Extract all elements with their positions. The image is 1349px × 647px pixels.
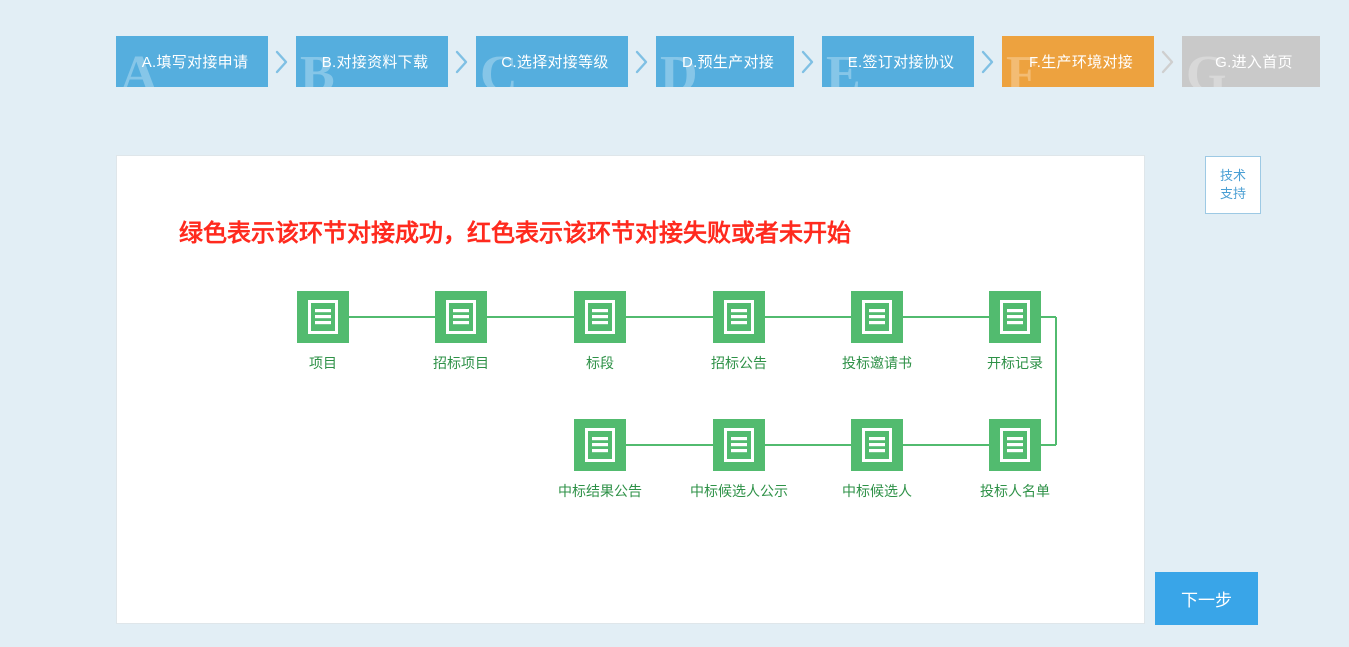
flow-node-label: 投标邀请书 <box>842 355 912 371</box>
step-separator-chevron-icon <box>794 36 822 87</box>
document-list-icon <box>297 291 349 343</box>
integration-flow-diagram: 项目 招标项目 标段 招标公告 投标邀请书 开标记录投标人名单 中标候选人 中标候选人公示 中标… <box>117 156 1146 625</box>
document-list-icon <box>713 419 765 471</box>
flow-node-label: 中标结果公告 <box>558 483 642 499</box>
step-separator-chevron-icon <box>268 36 296 87</box>
document-list-icon <box>435 291 487 343</box>
flow-node-project[interactable]: 项目 <box>263 291 383 373</box>
step-tab-label: F.生产环境对接 <box>1028 54 1134 71</box>
status-legend-notice: 绿色表示该环节对接成功，红色表示该环节对接失败或者未开始 <box>179 220 851 247</box>
next-step-button[interactable]: 下一步 <box>1155 572 1258 625</box>
flow-node-label: 项目 <box>309 355 337 371</box>
flow-node-label: 招标公告 <box>711 355 767 371</box>
step-tab-label: C.选择对接等级 <box>501 54 609 71</box>
step-tab-label: D.预生产对接 <box>681 54 775 71</box>
step-tab-label: B.对接资料下载 <box>321 54 429 71</box>
support-label-line2: 支持 <box>1219 186 1246 201</box>
flow-node-bid-announcement[interactable]: 招标公告 <box>679 291 799 373</box>
document-list-icon <box>989 291 1041 343</box>
flow-node-label: 投标人名单 <box>980 483 1050 499</box>
flow-node-section[interactable]: 标段 <box>540 291 660 373</box>
step-separator-chevron-icon <box>1154 36 1182 87</box>
flow-node-bidder-list[interactable]: 投标人名单 <box>955 419 1075 501</box>
step-tab-label: E.签订对接协议 <box>847 54 955 71</box>
step-tab-label: A.填写对接申请 <box>141 54 249 71</box>
flow-node-label: 招标项目 <box>433 355 489 371</box>
flow-node-candidate[interactable]: 中标候选人 <box>817 419 937 501</box>
document-list-icon <box>851 419 903 471</box>
flow-node-result-announcement[interactable]: 中标结果公告 <box>540 419 660 501</box>
flow-node-label: 开标记录 <box>987 355 1043 371</box>
flow-node-label: 中标候选人 <box>842 483 912 499</box>
document-list-icon <box>713 291 765 343</box>
flow-node-label: 中标候选人公示 <box>690 483 788 499</box>
flow-node-label: 标段 <box>586 355 614 371</box>
step-separator-chevron-icon <box>628 36 656 87</box>
document-list-icon <box>574 291 626 343</box>
main-content-panel: 绿色表示该环节对接成功，红色表示该环节对接失败或者未开始 项目 招标项目 标段 招标公… <box>116 155 1145 624</box>
support-label-line1: 技术 <box>1219 168 1246 183</box>
step-separator-chevron-icon <box>974 36 1002 87</box>
flow-node-bid-project[interactable]: 招标项目 <box>401 291 521 373</box>
document-list-icon <box>989 419 1041 471</box>
document-list-icon <box>574 419 626 471</box>
flow-connector-lines <box>349 316 1057 446</box>
step-separator-chevron-icon <box>448 36 476 87</box>
document-list-icon <box>851 291 903 343</box>
flow-node-open-record[interactable]: 开标记录 <box>955 291 1075 373</box>
technical-support-button[interactable]: 技术 支持 <box>1205 156 1261 214</box>
flow-node-bid-invitation[interactable]: 投标邀请书 <box>817 291 937 373</box>
step-tab-label: G.进入首页 <box>1215 54 1293 71</box>
flow-node-candidate-publicity[interactable]: 中标候选人公示 <box>679 419 799 501</box>
